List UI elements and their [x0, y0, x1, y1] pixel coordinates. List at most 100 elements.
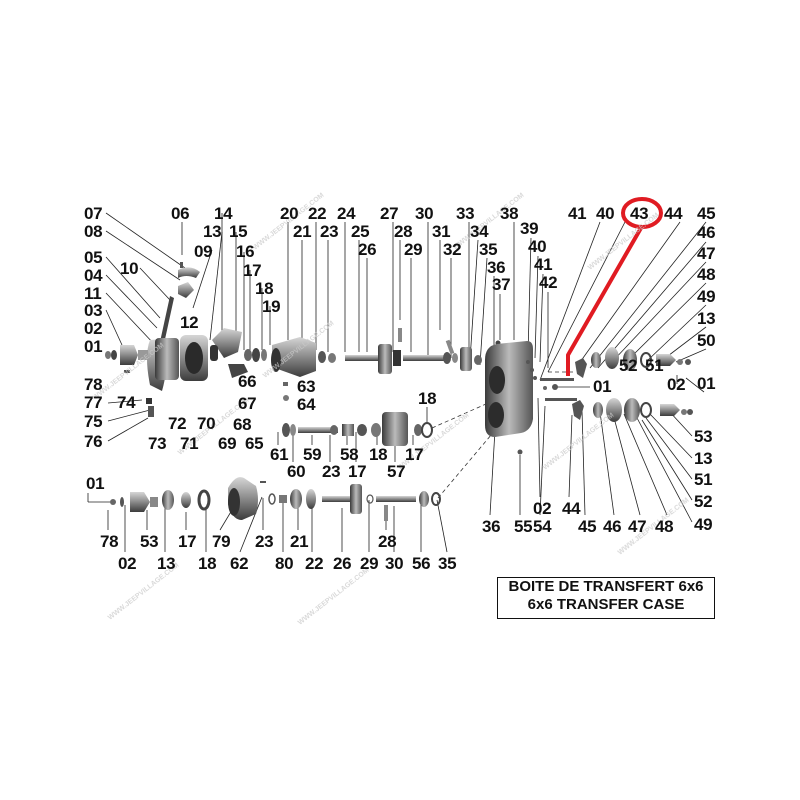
part-label-71: 71	[180, 434, 199, 453]
part-label-48: 48	[655, 517, 674, 536]
part-label-55: 55	[514, 517, 533, 536]
part-label-29: 29	[404, 240, 423, 259]
part-label-20: 20	[280, 204, 299, 223]
part-label-50: 50	[697, 331, 716, 350]
part-label-48: 48	[697, 265, 716, 284]
part-label-05: 05	[84, 248, 103, 267]
part-label-22: 22	[308, 204, 327, 223]
part-label-75: 75	[84, 412, 103, 431]
part-label-02: 02	[533, 499, 552, 518]
part-label-30: 30	[415, 204, 434, 223]
part-label-64: 64	[297, 395, 316, 414]
part-label-40: 40	[596, 204, 615, 223]
part-label-46: 46	[697, 223, 716, 242]
part-label-22: 22	[305, 554, 324, 573]
part-label-67: 67	[238, 394, 257, 413]
alignment-lines	[431, 371, 575, 499]
part-label-10: 10	[120, 259, 139, 278]
part-label-26: 26	[358, 240, 377, 259]
part-label-61: 61	[270, 445, 289, 464]
part-label-31: 31	[432, 222, 451, 241]
part-label-58: 58	[340, 445, 359, 464]
title-english: 6x6 TRANSFER CASE	[527, 596, 685, 613]
part-label-18: 18	[418, 389, 437, 408]
part-label-03: 03	[84, 301, 103, 320]
part-label-40: 40	[528, 237, 547, 256]
part-label-76: 76	[84, 432, 103, 451]
part-label-72: 72	[168, 414, 187, 433]
part-shapes	[105, 262, 693, 521]
part-label-35: 35	[479, 240, 498, 259]
part-label-60: 60	[287, 462, 306, 481]
part-label-01: 01	[593, 377, 612, 396]
part-label-52: 52	[694, 492, 713, 511]
part-label-57: 57	[387, 462, 406, 481]
part-label-44: 44	[664, 204, 683, 223]
part-label-26: 26	[333, 554, 352, 573]
part-label-49: 49	[694, 515, 713, 534]
part-label-45: 45	[697, 204, 716, 223]
part-label-41: 41	[568, 204, 587, 223]
part-label-36: 36	[487, 258, 506, 277]
part-label-47: 47	[628, 517, 647, 536]
part-label-21: 21	[293, 222, 312, 241]
part-label-38: 38	[500, 204, 519, 223]
part-label-49: 49	[697, 287, 716, 306]
part-label-79: 79	[212, 532, 231, 551]
part-label-78: 78	[100, 532, 119, 551]
part-label-25: 25	[351, 222, 370, 241]
part-label-02: 02	[667, 375, 686, 394]
part-label-80: 80	[275, 554, 294, 573]
part-label-14: 14	[214, 204, 233, 223]
part-label-28: 28	[394, 222, 413, 241]
part-label-02: 02	[84, 319, 103, 338]
part-label-59: 59	[303, 445, 322, 464]
part-label-23: 23	[255, 532, 274, 551]
part-label-28: 28	[378, 532, 397, 551]
part-label-13: 13	[697, 309, 716, 328]
part-label-18: 18	[198, 554, 217, 573]
part-label-42: 42	[539, 273, 558, 292]
part-label-01: 01	[697, 374, 716, 393]
part-label-33: 33	[456, 204, 475, 223]
part-label-17: 17	[348, 462, 367, 481]
part-label-11: 11	[84, 284, 102, 303]
part-label-52: 52	[619, 356, 638, 375]
part-label-07: 07	[84, 204, 103, 223]
part-label-45: 45	[578, 517, 597, 536]
part-label-24: 24	[337, 204, 356, 223]
part-label-12: 12	[180, 313, 199, 332]
part-label-15: 15	[229, 222, 248, 241]
part-label-23: 23	[320, 222, 339, 241]
part-label-54: 54	[533, 517, 552, 536]
part-label-35: 35	[438, 554, 457, 573]
part-label-34: 34	[470, 222, 489, 241]
part-label-68: 68	[233, 415, 252, 434]
part-label-46: 46	[603, 517, 622, 536]
part-label-13: 13	[694, 449, 713, 468]
part-label-08: 08	[84, 222, 103, 241]
part-label-74: 74	[117, 393, 136, 412]
part-label-39: 39	[520, 219, 539, 238]
part-label-13: 13	[157, 554, 176, 573]
highlight-marker	[566, 197, 663, 376]
part-label-13: 13	[203, 222, 222, 241]
part-label-78: 78	[84, 375, 103, 394]
part-label-32: 32	[443, 240, 462, 259]
part-label-02: 02	[118, 554, 137, 573]
part-label-37: 37	[492, 275, 511, 294]
title-french: BOITE DE TRANSFERT 6x6	[508, 578, 704, 595]
part-label-01: 01	[86, 474, 105, 493]
leader-lines	[87, 212, 707, 553]
part-label-01: 01	[84, 337, 103, 356]
part-label-09: 09	[194, 242, 213, 261]
part-label-17: 17	[405, 445, 424, 464]
part-label-21: 21	[290, 532, 309, 551]
part-label-16: 16	[236, 242, 255, 261]
part-label-69: 69	[218, 434, 237, 453]
part-label-77: 77	[84, 393, 103, 412]
part-label-63: 63	[297, 377, 316, 396]
part-label-18: 18	[369, 445, 388, 464]
part-label-66: 66	[238, 372, 257, 391]
